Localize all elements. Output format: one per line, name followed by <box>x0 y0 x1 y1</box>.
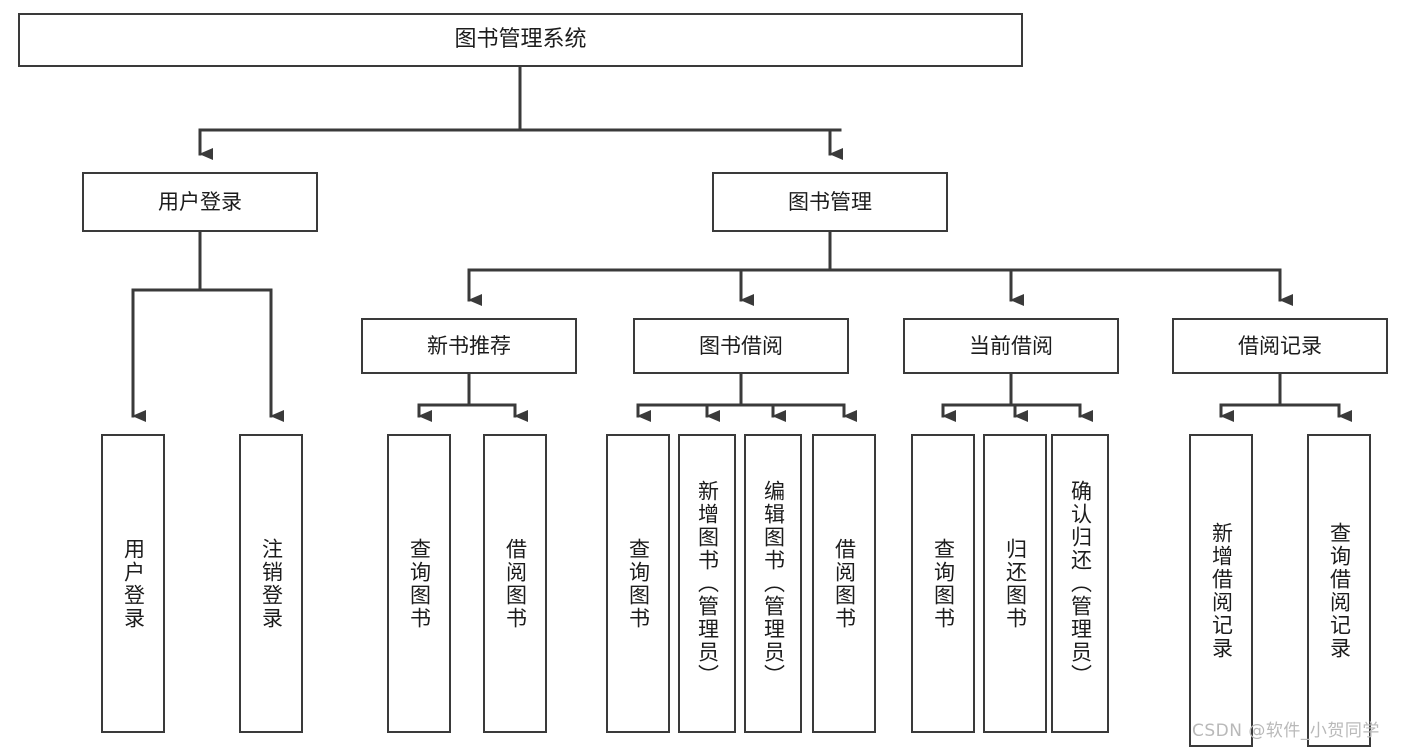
node-leaf-query-book-3[interactable]: 查询图书 <box>911 434 975 733</box>
node-leaf-user-logout-label: 注销登录 <box>259 537 284 630</box>
node-new-book-recommend[interactable]: 新书推荐 <box>361 318 577 374</box>
node-leaf-query-book-3-label: 查询图书 <box>931 537 956 630</box>
node-leaf-edit-book[interactable]: 编辑图书（管理员） <box>744 434 802 733</box>
node-borrow-record-label: 借阅记录 <box>1238 333 1322 358</box>
node-leaf-user-login-label: 用户登录 <box>121 537 146 630</box>
node-book-manage[interactable]: 图书管理 <box>712 172 948 232</box>
node-leaf-query-record-label: 查询借阅记录 <box>1327 521 1352 660</box>
node-book-manage-label: 图书管理 <box>788 189 872 214</box>
node-user-login-label: 用户登录 <box>158 189 242 214</box>
node-leaf-return-book[interactable]: 归还图书 <box>983 434 1047 733</box>
node-leaf-borrow-book-2-label: 借阅图书 <box>832 537 857 630</box>
node-leaf-add-book-label: 新增图书（管理员） <box>695 480 720 687</box>
node-leaf-add-record-label: 新增借阅记录 <box>1209 521 1234 660</box>
node-leaf-borrow-book-2[interactable]: 借阅图书 <box>812 434 876 733</box>
node-leaf-query-book-1[interactable]: 查询图书 <box>387 434 451 733</box>
node-leaf-query-record[interactable]: 查询借阅记录 <box>1307 434 1371 747</box>
node-user-login[interactable]: 用户登录 <box>82 172 318 232</box>
node-leaf-borrow-book-1-label: 借阅图书 <box>503 537 528 630</box>
node-leaf-edit-book-label: 编辑图书（管理员） <box>761 480 786 687</box>
node-leaf-query-book-2-label: 查询图书 <box>626 537 651 630</box>
node-current-borrow-label: 当前借阅 <box>969 333 1053 358</box>
node-current-borrow[interactable]: 当前借阅 <box>903 318 1119 374</box>
node-leaf-confirm-return-label: 确认归还（管理员） <box>1068 480 1093 687</box>
node-new-book-recommend-label: 新书推荐 <box>427 333 511 358</box>
node-leaf-query-book-1-label: 查询图书 <box>407 537 432 630</box>
node-leaf-confirm-return[interactable]: 确认归还（管理员） <box>1051 434 1109 733</box>
node-leaf-add-record[interactable]: 新增借阅记录 <box>1189 434 1253 747</box>
node-leaf-add-book[interactable]: 新增图书（管理员） <box>678 434 736 733</box>
node-root[interactable]: 图书管理系统 <box>18 13 1023 67</box>
node-leaf-query-book-2[interactable]: 查询图书 <box>606 434 670 733</box>
node-leaf-return-book-label: 归还图书 <box>1003 537 1028 630</box>
node-leaf-borrow-book-1[interactable]: 借阅图书 <box>483 434 547 733</box>
node-leaf-user-login[interactable]: 用户登录 <box>101 434 165 733</box>
node-book-borrow-label: 图书借阅 <box>699 333 783 358</box>
node-root-label: 图书管理系统 <box>454 27 587 53</box>
node-borrow-record[interactable]: 借阅记录 <box>1172 318 1388 374</box>
node-book-borrow[interactable]: 图书借阅 <box>633 318 849 374</box>
node-leaf-user-logout[interactable]: 注销登录 <box>239 434 303 733</box>
